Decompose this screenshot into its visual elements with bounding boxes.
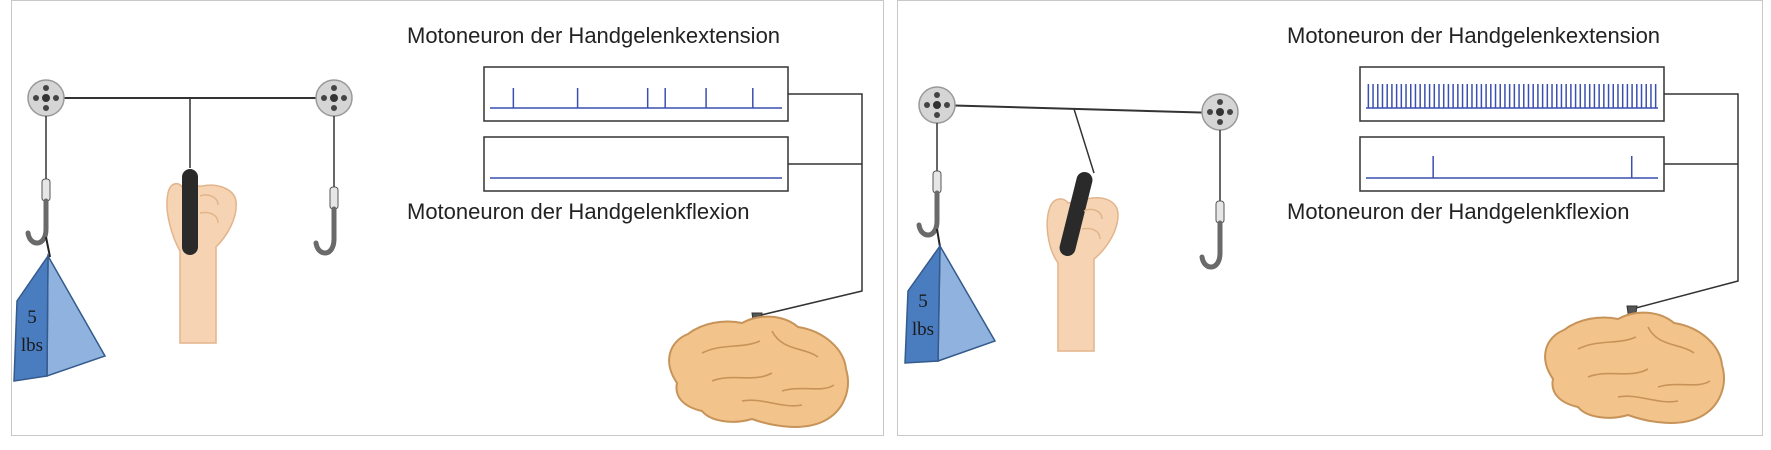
weight-icon: 5 lbs <box>13 253 107 382</box>
flexion-label: Motoneuron der Handgelenkflexion <box>1287 199 1630 224</box>
connector-wire <box>756 93 863 317</box>
weight-number: 5 <box>918 291 928 312</box>
hook-right-icon <box>1199 220 1223 270</box>
weight-unit: lbs <box>912 319 934 340</box>
extension-spike-group <box>512 88 754 108</box>
brain-icon <box>668 315 849 428</box>
flexion-trace-box <box>483 136 789 192</box>
panel-right: Motoneuron der Handgelenkextension Moton… <box>897 0 1763 436</box>
connector-wire <box>1631 93 1739 310</box>
extension-spike-group <box>1367 84 1657 108</box>
pulley-right-icon <box>1201 93 1239 131</box>
handle-icon <box>1059 172 1093 256</box>
brain-icon <box>1544 311 1725 424</box>
extension-label: Motoneuron der Handgelenkextension <box>407 23 781 48</box>
hook-right-icon <box>313 206 337 256</box>
flexion-spike-group <box>1432 156 1633 178</box>
panel-left: Motoneuron der Handgelenkextension Moton… <box>11 0 884 436</box>
extension-label: Motoneuron der Handgelenkextension <box>1287 23 1661 48</box>
weight-unit: lbs <box>21 335 43 356</box>
flexion-trace-box <box>1359 136 1665 192</box>
hook-left-icon <box>25 198 49 246</box>
handle-icon <box>182 169 198 255</box>
flexion-label: Motoneuron der Handgelenkflexion <box>407 199 750 224</box>
hand-icon <box>1046 172 1119 352</box>
weight-icon: 5 lbs <box>904 243 997 364</box>
extension-trace-box <box>483 66 789 122</box>
pulley-left-icon <box>27 79 65 117</box>
apparatus-diagram-right: 5 lbs <box>904 66 1739 424</box>
hook-left-icon <box>916 190 940 238</box>
pulley-bar <box>935 104 1219 114</box>
hand-icon <box>166 169 237 344</box>
apparatus-diagram-left: 5 lbs <box>13 66 863 428</box>
weight-number: 5 <box>27 307 37 328</box>
pulley-left-icon <box>918 86 956 124</box>
pulley-right-icon <box>315 79 353 117</box>
